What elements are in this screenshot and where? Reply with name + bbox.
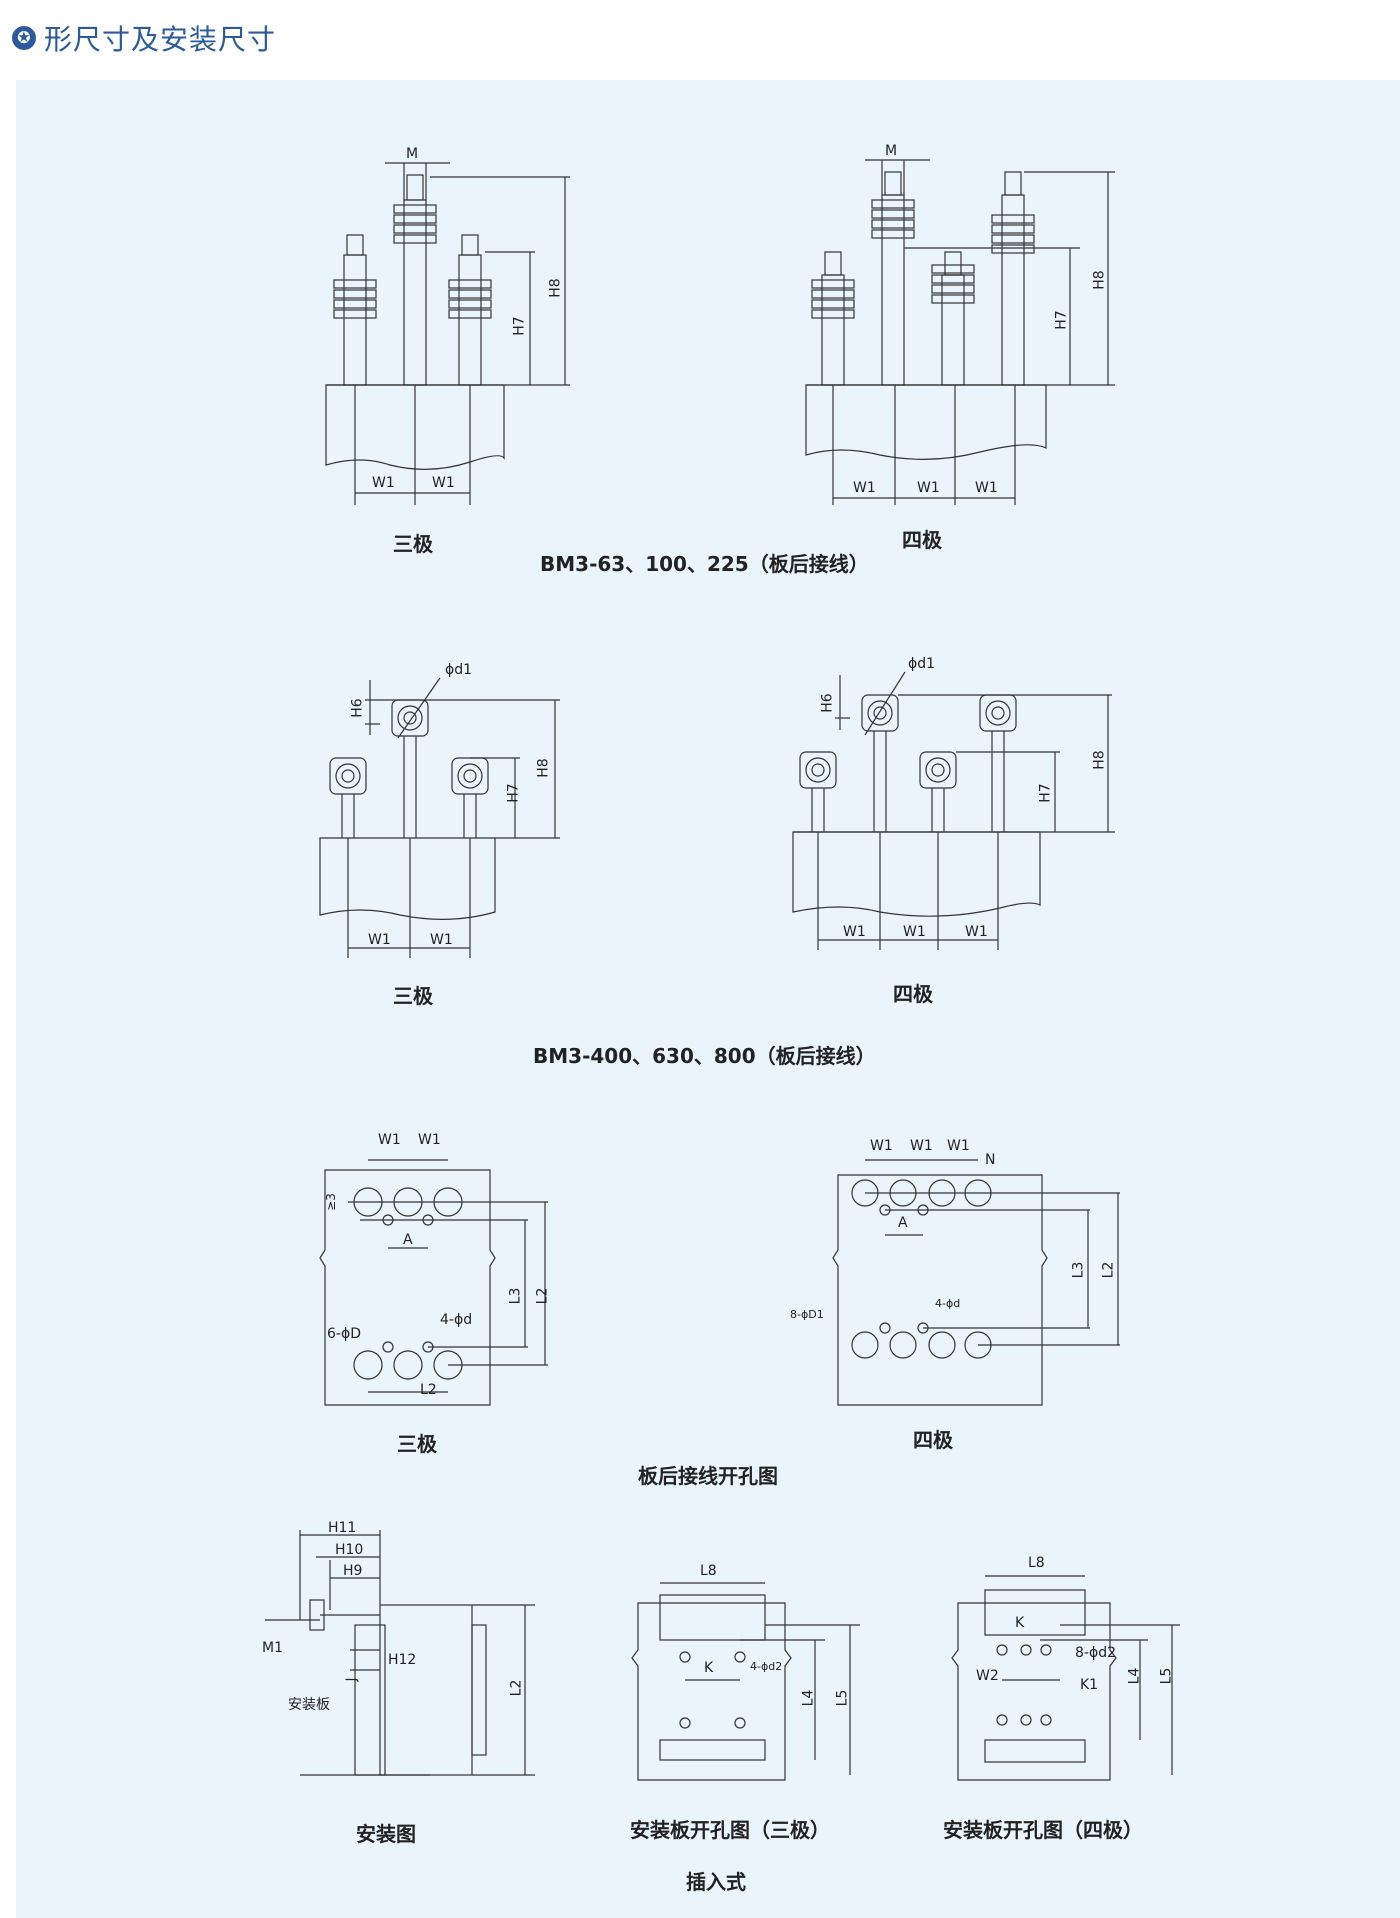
dim-J: J bbox=[344, 1677, 360, 1682]
dim-M1: M1 bbox=[262, 1640, 283, 1656]
s2-three-pole-drawing bbox=[319, 677, 560, 958]
s4-plate3-label: 安装板开孔图（三极） bbox=[630, 1818, 830, 1842]
dim-W2: W2 bbox=[976, 1668, 999, 1684]
s4-plate4-label: 安装板开孔图（四极） bbox=[943, 1818, 1143, 1842]
s3-caption: 板后接线开孔图 bbox=[638, 1464, 778, 1488]
dim-W1: W1 bbox=[430, 932, 453, 948]
dim-L3: L3 bbox=[1070, 1261, 1087, 1279]
dim-L4: L4 bbox=[1126, 1667, 1143, 1685]
page-title: 形尺寸及安装尺寸 bbox=[44, 23, 277, 56]
s1-four-pole-label: 四极 bbox=[902, 528, 942, 552]
dim-H8: H8 bbox=[1091, 270, 1108, 290]
dim-H12: H12 bbox=[388, 1652, 417, 1668]
dim-K: K bbox=[704, 1660, 714, 1676]
dim-L8: L8 bbox=[700, 1563, 717, 1579]
dim-W1: W1 bbox=[903, 924, 926, 940]
dim-A: A bbox=[403, 1232, 413, 1248]
dim-H8: H8 bbox=[1091, 750, 1108, 770]
dim-L2: L2 bbox=[1100, 1261, 1117, 1279]
dim-L4: L4 bbox=[800, 1689, 817, 1707]
s2-four-pole-label: 四极 bbox=[893, 982, 933, 1006]
dim-L5: L5 bbox=[834, 1689, 851, 1707]
dim-W1: W1 bbox=[843, 924, 866, 940]
dim-L5: L5 bbox=[1158, 1667, 1175, 1685]
star-badge-icon: ✪ bbox=[12, 26, 36, 50]
s2-four-pole-drawing bbox=[792, 671, 1115, 950]
dim-W1: W1 bbox=[947, 1138, 970, 1154]
dim-W1: W1 bbox=[853, 480, 876, 496]
s1-three-pole-label: 三极 bbox=[393, 532, 433, 556]
dim-W1: W1 bbox=[965, 924, 988, 940]
dim-L3: L3 bbox=[507, 1287, 524, 1305]
dim-phi-d1: ϕd1 bbox=[445, 662, 473, 678]
dim-W1: W1 bbox=[870, 1138, 893, 1154]
dim-L2: L2 bbox=[420, 1382, 437, 1398]
dim-W1: W1 bbox=[975, 480, 998, 496]
dim-H6: H6 bbox=[349, 698, 366, 718]
dim-H8: H8 bbox=[547, 278, 564, 298]
dim-W1: W1 bbox=[368, 932, 391, 948]
dim-H8: H8 bbox=[535, 758, 552, 778]
dim-4-phi-d: 4-ϕd bbox=[440, 1312, 473, 1328]
dim-phi-d1: ϕd1 bbox=[908, 656, 936, 672]
page-header: ✪ 形尺寸及安装尺寸 bbox=[12, 18, 276, 58]
dim-H7: H7 bbox=[505, 783, 522, 803]
s4-caption: 插入式 bbox=[686, 1870, 746, 1894]
dim-6-phi-D: 6-ϕD bbox=[327, 1326, 361, 1342]
dim-M: M bbox=[885, 143, 898, 159]
dim-K1: K1 bbox=[1080, 1677, 1099, 1693]
dim-H7: H7 bbox=[1053, 310, 1070, 330]
s4-install-label: 安装图 bbox=[356, 1822, 416, 1846]
dim-H7: H7 bbox=[1037, 783, 1054, 803]
s1-three-pole-drawing bbox=[325, 162, 570, 505]
s4-install-drawing bbox=[265, 1530, 535, 1776]
dim-4-phi-d: 4-ϕd bbox=[935, 1297, 961, 1310]
dim-W1: W1 bbox=[432, 475, 455, 491]
dim-N: N bbox=[985, 1152, 996, 1168]
dim-L8: L8 bbox=[1028, 1555, 1045, 1571]
s2-caption: BM3-400、630、800（板后接线） bbox=[533, 1044, 876, 1068]
dim-H7: H7 bbox=[511, 316, 528, 336]
s4-plate4-drawing bbox=[951, 1575, 1180, 1781]
s4-plate3-drawing bbox=[631, 1582, 860, 1781]
dim-A: A bbox=[898, 1215, 908, 1231]
dim-8-phi-D1: 8-ϕD1 bbox=[790, 1308, 824, 1321]
dim-W1: W1 bbox=[378, 1132, 401, 1148]
dim-L2: L2 bbox=[508, 1679, 525, 1697]
dim-4-phi-d2: 4-ϕd2 bbox=[750, 1660, 783, 1673]
s1-caption: BM3-63、100、225（板后接线） bbox=[540, 552, 869, 576]
mounting-plate-label: 安装板 bbox=[288, 1697, 330, 1713]
s3-three-pole-cutout bbox=[319, 1159, 548, 1406]
dim-K: K bbox=[1015, 1615, 1025, 1631]
s2-three-pole-label: 三极 bbox=[393, 984, 433, 1008]
dim-W1: W1 bbox=[418, 1132, 441, 1148]
dim-H11: H11 bbox=[328, 1520, 357, 1536]
dim-H10: H10 bbox=[335, 1542, 364, 1558]
dim-W1: W1 bbox=[372, 475, 395, 491]
dim-L2: L2 bbox=[534, 1287, 551, 1305]
dim-W1: W1 bbox=[910, 1138, 933, 1154]
s3-four-pole-cutout bbox=[832, 1159, 1120, 1406]
dim-8-phi-d2: 8-ϕd2 bbox=[1075, 1645, 1116, 1661]
s3-three-pole-label: 三极 bbox=[397, 1432, 437, 1456]
dim-M: M bbox=[406, 146, 419, 162]
dim-H9: H9 bbox=[343, 1563, 363, 1579]
s1-four-pole-drawing bbox=[805, 159, 1115, 505]
dim-W1: W1 bbox=[917, 480, 940, 496]
s3-four-pole-label: 四极 bbox=[913, 1428, 953, 1452]
dim-H6: H6 bbox=[819, 693, 836, 713]
dim-ge3: ≥3 bbox=[323, 1193, 338, 1211]
diagram-panel bbox=[16, 80, 1400, 1918]
